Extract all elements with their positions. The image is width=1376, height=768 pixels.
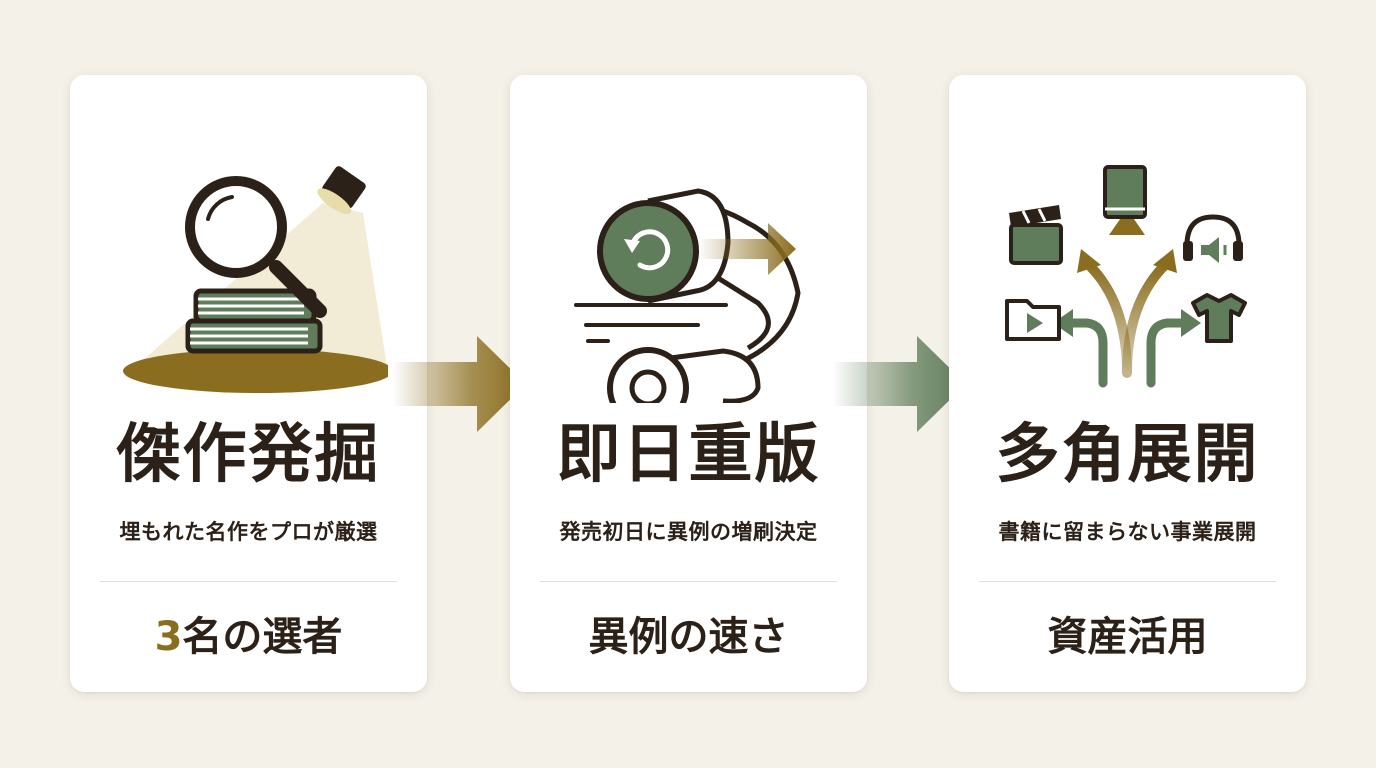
branching-media-icon [1005,165,1247,388]
step-subtitle: 発売初日に異例の増刷決定 [559,520,818,544]
divider [979,581,1276,582]
printing-press-icon [574,188,801,403]
step-title: 傑作発掘 [116,417,381,492]
step-title: 即日重版 [556,417,821,492]
spotlight-magnifier-icon [123,166,388,393]
flow-arrow-icon [832,336,966,432]
step-title: 多角展開 [995,417,1260,492]
divider [540,581,837,582]
step-card-reprint: 即日重版 発売初日に異例の増刷決定 異例の速さ [510,75,867,692]
step-footer: 3名の選者 [70,617,427,657]
step-subtitle: 埋もれた名作をプロが厳選 [119,520,378,544]
step-footer: 資産活用 [1047,614,1208,660]
step-footer-text: 名の選者 [182,614,343,660]
selector-count: 3 [154,614,183,660]
step-card-expansion: 多角展開 書籍に留まらない事業展開 資産活用 [949,75,1306,692]
divider [100,581,397,582]
step-card-discovery: 傑作発掘 埋もれた名作をプロが厳選 3名の選者 [70,75,427,692]
step-footer: 異例の速さ [588,614,789,660]
flow-arrow-icon [392,336,526,432]
step-subtitle: 書籍に留まらない事業展開 [998,520,1257,544]
